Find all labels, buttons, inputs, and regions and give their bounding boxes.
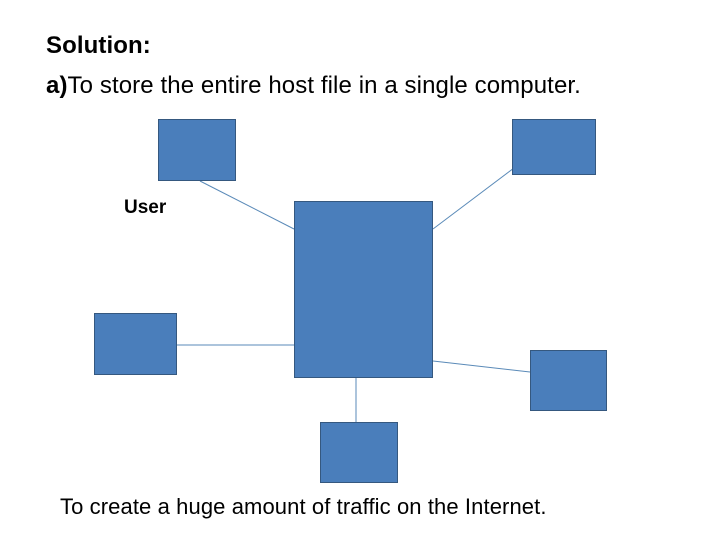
item-text: To store the entire host file in a singl… xyxy=(67,72,581,99)
solution-heading: Solution: xyxy=(46,32,151,59)
user-label: User xyxy=(124,197,167,218)
link-center-to-top-left xyxy=(199,180,295,230)
item-marker: a) xyxy=(46,72,68,99)
bottom-caption: To create a huge amount of traffic on th… xyxy=(60,494,547,519)
node-left xyxy=(94,313,177,375)
link-center-to-right xyxy=(432,360,531,373)
node-top-left xyxy=(158,119,236,181)
question-item-line: a)To store the entire host file in a sin… xyxy=(46,72,581,100)
node-center-server xyxy=(294,201,433,378)
node-bottom xyxy=(320,422,398,483)
node-right xyxy=(530,350,607,411)
node-top-right xyxy=(512,119,596,175)
